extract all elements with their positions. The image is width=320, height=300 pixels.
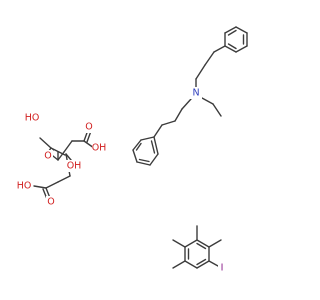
oxygen-label-right-carboxyl: O bbox=[85, 122, 92, 133]
ethyl-group bbox=[201, 97, 222, 117]
nitrogen-atom-label: N bbox=[192, 88, 199, 99]
hydroxyl-label-right-carboxyl: OH bbox=[92, 143, 107, 154]
iodine-atom-label: I bbox=[221, 263, 224, 274]
top-propyl-chain bbox=[195, 45, 226, 89]
citric-acid-molecule: HO O O OH OH HO O bbox=[16, 112, 108, 208]
chemical-structure-drawing: N HO O O OH bbox=[16, 26, 248, 274]
hydroxyl-label-central: OH bbox=[67, 161, 82, 172]
top-phenyl-ring bbox=[224, 26, 248, 53]
lower-phenyl-ring bbox=[132, 136, 159, 166]
structure-canvas: N HO O O OH bbox=[16, 26, 248, 274]
lower-propyl-chain bbox=[153, 98, 192, 138]
amine-molecule: N bbox=[132, 26, 248, 166]
oxygen-label-upper-carboxyl: O bbox=[44, 151, 51, 162]
hydroxyl-label-upper-left: HO bbox=[25, 113, 40, 124]
oxygen-label-lower-carboxyl: O bbox=[47, 197, 54, 208]
hydroxyl-label-lower-carboxyl: HO bbox=[17, 181, 32, 192]
iodotetramethylbenzene-molecule: I bbox=[172, 225, 227, 274]
